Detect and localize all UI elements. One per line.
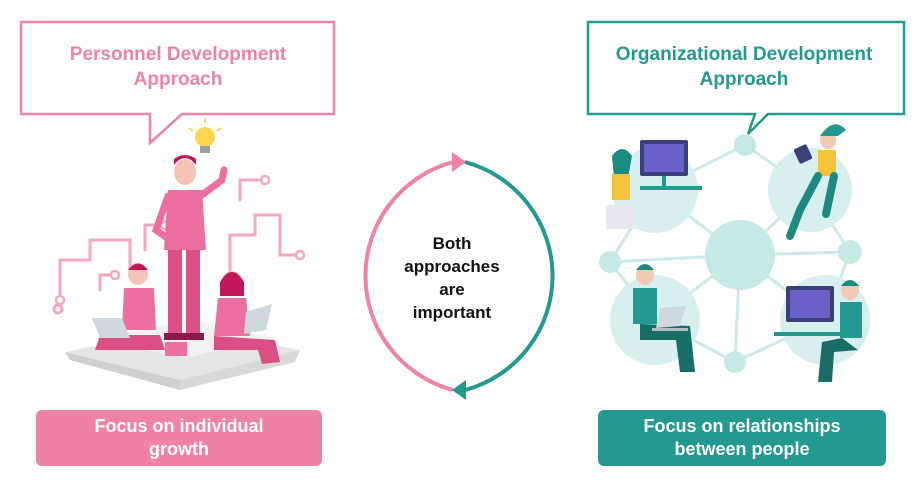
individual-growth-box: Focus on individual growth xyxy=(36,410,322,466)
personnel-title-line-2: Approach xyxy=(133,69,223,90)
teal-arc-arrow xyxy=(464,160,555,392)
center-line-1: Both xyxy=(432,234,472,253)
personnel-title-line-1: Personnel Development xyxy=(69,44,287,65)
left-speech-bubble xyxy=(19,20,336,146)
cycle-arrows xyxy=(363,152,555,400)
lightbulb-icon xyxy=(188,118,222,153)
teal-arrowhead xyxy=(452,380,466,400)
relationships-box: Focus on relationships between people xyxy=(598,410,886,466)
organizational-development-title: Organizational Development Approach xyxy=(586,42,902,92)
personnel-development-title: Personnel Development Approach xyxy=(22,42,334,92)
right-speech-bubble xyxy=(586,20,906,135)
pink-arrowhead xyxy=(452,152,466,172)
center-line-2: approaches xyxy=(404,257,500,276)
center-line-3: are xyxy=(439,280,465,299)
pink-arc-arrow xyxy=(363,160,454,392)
organizational-title-line-2: Approach xyxy=(699,69,789,90)
organizational-title-line-1: Organizational Development xyxy=(615,44,873,65)
people-growing-icon xyxy=(52,118,306,390)
connected-network-icon xyxy=(599,124,870,382)
center-line-4: important xyxy=(412,303,492,322)
individual-growth-line-2: growth xyxy=(149,439,209,459)
center-message: Both approaches are important xyxy=(372,232,532,324)
individual-growth-line-1: Focus on individual xyxy=(94,416,264,436)
relationships-line-1: Focus on relationships xyxy=(643,416,841,436)
relationships-line-2: between people xyxy=(674,439,810,459)
